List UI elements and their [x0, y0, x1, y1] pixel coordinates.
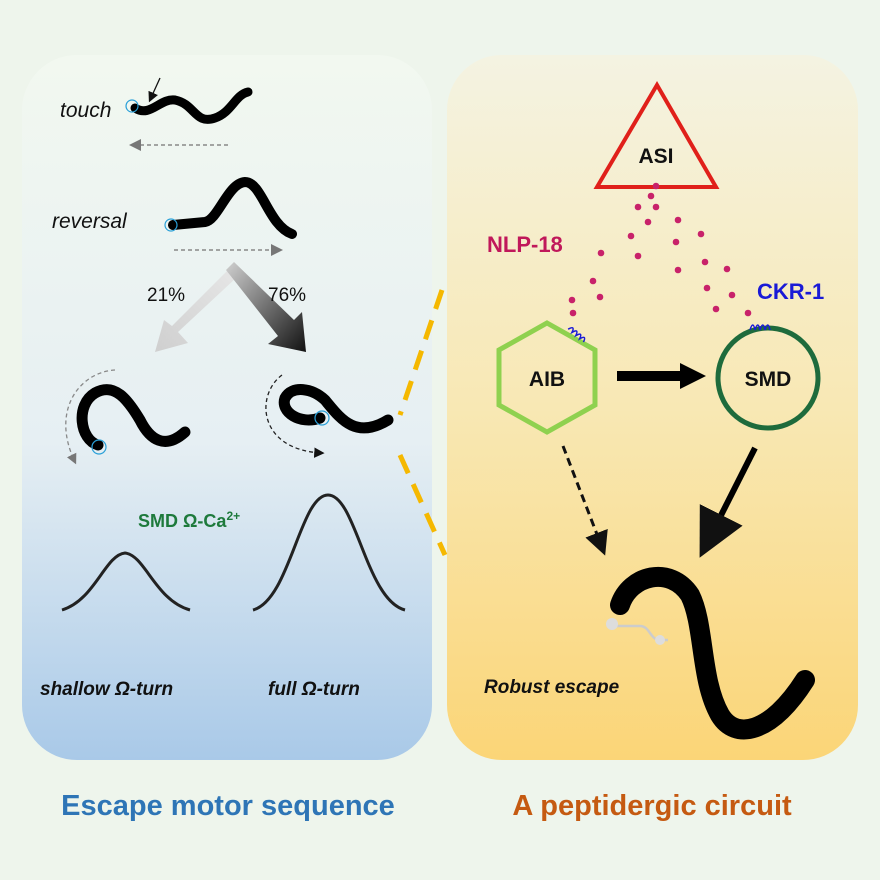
peptide-dot: [701, 258, 709, 266]
peptide-dot: [672, 238, 680, 246]
shallow-calcium-trace: [61, 551, 191, 612]
left-panel-title: Escape motor sequence: [61, 790, 395, 822]
shallow-branch-arrow: [155, 270, 236, 352]
touch-arrow-icon: [148, 77, 161, 103]
peptide-dot: [697, 230, 705, 238]
peptide-dot: [744, 309, 752, 317]
peptide-dot: [597, 249, 605, 257]
head-marker-icon: [125, 99, 139, 113]
aib-to-escape-dashed-arrow: [561, 445, 608, 556]
reversal-label: reversal: [52, 210, 128, 233]
smd-label: SMD: [745, 368, 792, 391]
peptide-dot: [703, 284, 711, 292]
neuron-soma-icon: [655, 635, 665, 645]
peptide-dot: [634, 203, 642, 211]
peptide-dot: [569, 309, 577, 317]
full-branch-arrow: [226, 262, 306, 352]
peptide-dot: [674, 266, 682, 274]
full-turn-label: full Ω-turn: [268, 679, 360, 700]
peptide-dot: [634, 252, 642, 260]
robust-escape-label: Robust escape: [484, 677, 620, 698]
aib-to-smd-arrow: [617, 363, 706, 389]
peptide-dot: [652, 203, 660, 211]
shallow-percent: 21%: [147, 285, 185, 306]
peptide-dot: [596, 293, 604, 301]
nlp18-label: NLP-18: [487, 232, 563, 257]
reversal-worm-icon: [168, 177, 297, 239]
shallow-turn-worm-icon: [76, 384, 191, 451]
zoom-connector-dashes: [397, 289, 448, 557]
receptor-icon: [567, 326, 586, 343]
peptide-dot: [728, 291, 736, 299]
full-turn-worm-icon: [278, 384, 394, 434]
touch-label: touch: [60, 99, 111, 122]
touch-worm-icon: [130, 87, 253, 124]
asi-label: ASI: [638, 145, 673, 168]
full-turn-path-arrow: [265, 374, 325, 458]
neuron-soma-icon: [606, 618, 618, 630]
right-panel: [447, 55, 858, 760]
right-panel-title: A peptidergic circuit: [512, 790, 792, 822]
aib-neuron: [496, 320, 598, 435]
peptide-dot: [568, 296, 576, 304]
calcium-label: SMD Ω-Ca2+: [138, 509, 240, 531]
peptide-dot: [712, 305, 720, 313]
shallow-turn-label: shallow Ω-turn: [40, 679, 173, 700]
nlp18-peptide-dots: [568, 182, 752, 317]
peptide-dot: [647, 192, 655, 200]
receptor-icon: [749, 324, 771, 331]
smd-to-escape-arrow: [699, 446, 758, 558]
aib-label: AIB: [529, 368, 565, 391]
shallow-turn-path-arrow: [65, 369, 116, 465]
smd-neuron: [715, 325, 821, 431]
head-marker-icon: [314, 410, 330, 426]
ckr1-label: CKR-1: [757, 279, 824, 304]
escape-worm-icon: [610, 567, 815, 740]
peptide-dot: [644, 218, 652, 226]
left-panel: [22, 55, 432, 760]
peptide-dot: [627, 232, 635, 240]
head-marker-icon: [91, 439, 107, 455]
full-percent: 76%: [268, 285, 306, 306]
head-marker-icon: [164, 218, 178, 232]
peptide-dot: [652, 182, 660, 190]
peptide-dot: [674, 216, 682, 224]
peptide-dot: [723, 265, 731, 273]
peptide-dot: [589, 277, 597, 285]
full-calcium-trace: [252, 493, 406, 612]
